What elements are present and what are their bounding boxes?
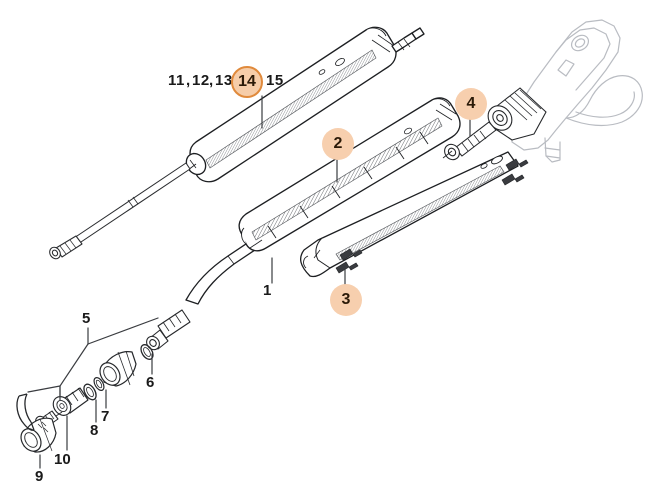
callout-5: 5 <box>82 310 91 327</box>
spray-gun-handle-ghost <box>511 19 643 163</box>
callout-badge-4: 4 <box>455 88 487 120</box>
callout-8: 8 <box>90 422 99 439</box>
bracket-5-arm <box>27 385 61 393</box>
lance-extension-tube <box>49 162 191 260</box>
nozzle-cap-body <box>99 350 137 387</box>
callout-15: 15 <box>266 72 284 89</box>
callout-badge-2: 2 <box>322 128 354 160</box>
callout-11: 11 <box>168 72 185 89</box>
callout-badge-3: 3 <box>330 284 362 316</box>
valve-body <box>52 387 89 416</box>
gun-quick-coupler <box>487 87 547 141</box>
bracket-5-right <box>87 317 159 345</box>
quick-connect-nipple <box>442 121 497 161</box>
screw-pair-left <box>335 248 363 274</box>
callout-6: 6 <box>146 374 155 391</box>
callout-leader-lines <box>27 95 471 469</box>
short-nozzle-lance <box>299 151 519 278</box>
callout-13: 13 <box>215 72 233 89</box>
o-ring-small <box>93 377 105 391</box>
callout-12: 12 <box>192 72 210 89</box>
screw-pair-right <box>501 158 529 186</box>
callout-separator-2: , <box>209 72 214 89</box>
callout-separator-1: , <box>186 72 191 89</box>
o-ring-mid <box>83 383 97 401</box>
callout-10: 10 <box>54 451 71 468</box>
o-ring-large <box>140 344 154 360</box>
vario-power-lance <box>238 97 461 252</box>
callout-1: 1 <box>263 282 272 299</box>
callout-9: 9 <box>35 468 44 485</box>
retaining-clip <box>16 393 35 431</box>
coupling-body <box>146 309 191 351</box>
callout-7: 7 <box>101 408 110 425</box>
callout-badge-14: 14 <box>231 66 263 98</box>
rotary-nozzle-lance <box>185 26 425 183</box>
nozzle-cap <box>20 417 57 453</box>
